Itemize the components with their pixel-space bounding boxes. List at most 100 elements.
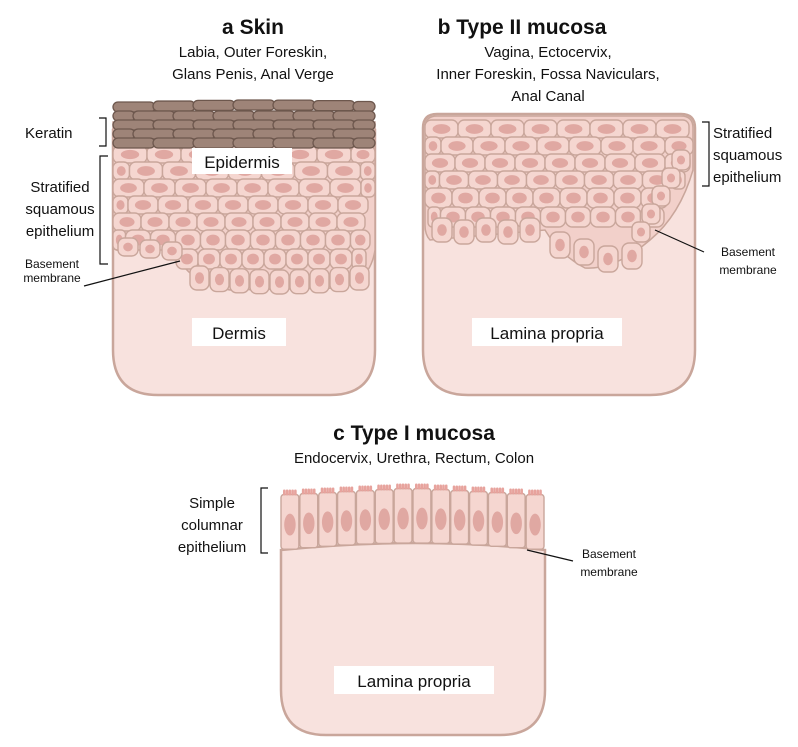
cell-nucleus: [337, 183, 354, 193]
microvillus: [453, 486, 456, 492]
cell-nucleus: [492, 511, 503, 533]
cell-nucleus: [499, 124, 517, 134]
panel-a-subtitle-line-1: Labia, Outer Foreskin,: [179, 44, 327, 61]
cell-nucleus: [181, 254, 193, 265]
microvillus: [310, 489, 313, 495]
cell-nucleus: [135, 200, 151, 210]
microvillus: [370, 486, 373, 492]
cell-nucleus: [512, 141, 529, 151]
cell-nucleus: [181, 235, 195, 246]
keratin-scale: [233, 138, 275, 148]
microvillus: [490, 488, 493, 494]
microvillus: [483, 487, 486, 493]
microvillus: [502, 488, 505, 494]
microvillus: [421, 484, 424, 490]
keratin-scale: [193, 100, 235, 110]
panel-b-epithelium-label-2: squamous: [713, 147, 782, 164]
cell-nucleus: [435, 508, 446, 530]
cell-nucleus: [677, 156, 685, 165]
cell-nucleus: [552, 158, 568, 168]
cell-nucleus: [667, 174, 675, 183]
cell-nucleus: [627, 250, 637, 262]
cell-nucleus: [533, 175, 549, 185]
microvillus: [539, 490, 542, 496]
cell-nucleus: [231, 235, 245, 246]
microvillus: [461, 486, 464, 492]
panel-a-title: a Skin: [222, 16, 284, 39]
cell-nucleus: [255, 200, 271, 210]
panel-a-basement-label-1: Basement: [25, 257, 80, 271]
panel-a-epithelium-label-2: squamous: [25, 201, 94, 218]
microvillus: [439, 485, 442, 491]
cell-nucleus: [512, 193, 527, 204]
cell-nucleus: [532, 124, 550, 134]
cell-nucleus: [631, 124, 649, 134]
cell-nucleus: [525, 224, 535, 236]
cell-nucleus: [379, 508, 390, 530]
cell-nucleus: [621, 212, 635, 223]
cell-nucleus: [620, 175, 636, 185]
microvillus: [493, 488, 496, 494]
cell-nucleus: [295, 276, 304, 288]
microvillus: [528, 490, 531, 496]
cell-nucleus: [608, 141, 625, 151]
cell-nucleus: [458, 193, 473, 204]
panel-a-epithelium-bracket: [100, 156, 108, 264]
cell-nucleus: [247, 254, 259, 265]
cell-nucleus: [598, 124, 616, 134]
cell-nucleus: [306, 183, 323, 193]
cell-nucleus: [235, 275, 244, 287]
microvillus: [388, 485, 391, 491]
cell-nucleus: [503, 226, 513, 238]
cell-nucleus: [428, 175, 436, 185]
panel-c-epithelium-label-2: columnar: [181, 517, 243, 534]
cell-nucleus: [322, 511, 333, 533]
microvillus: [323, 488, 326, 494]
panel-a-keratin-bracket: [99, 118, 106, 146]
microvillus: [455, 486, 458, 492]
microvillus: [480, 487, 483, 493]
cell-nucleus: [562, 175, 578, 185]
cell-nucleus: [155, 150, 173, 159]
cell-nucleus: [431, 193, 446, 204]
microvillus: [289, 490, 292, 496]
microvillus: [291, 490, 294, 496]
panel-a-basement-label-2: membrane: [23, 271, 81, 285]
microvillus: [364, 486, 367, 492]
cell-nucleus: [335, 274, 344, 286]
cell-nucleus: [255, 276, 264, 288]
keratin-scale: [353, 138, 375, 148]
microvillus: [404, 484, 407, 490]
microvillus: [332, 488, 335, 494]
cell-nucleus: [119, 217, 134, 227]
microvillus: [286, 490, 289, 496]
microvillus: [458, 486, 461, 492]
microvillus: [380, 485, 383, 491]
cell-nucleus: [647, 210, 655, 219]
microvillus: [512, 489, 515, 495]
panel-b-epithelium-bracket: [702, 122, 709, 186]
cell-nucleus: [640, 141, 657, 151]
panel-a-epithelium-label-1: Stratified: [30, 179, 89, 196]
cell-nucleus: [151, 183, 168, 193]
microvillus: [509, 489, 512, 495]
cell-nucleus: [121, 150, 139, 159]
cell-nucleus: [195, 272, 204, 284]
cell-nucleus: [343, 217, 358, 227]
keratin-scale: [193, 138, 235, 148]
microvillus: [340, 487, 343, 493]
panel-c-lamina-label: Lamina propria: [357, 672, 471, 691]
cell-nucleus: [116, 200, 124, 210]
panel-c-lamina-block: [281, 543, 545, 735]
cell-nucleus: [596, 212, 610, 223]
cell-nucleus: [591, 175, 607, 185]
microvillus: [321, 488, 324, 494]
panel-a-dermis-label: Dermis: [212, 324, 266, 343]
cell-nucleus: [165, 200, 181, 210]
cell-nucleus: [355, 272, 364, 284]
cell-nucleus: [275, 276, 284, 288]
cell-nucleus: [203, 217, 218, 227]
panel-b-lamina-label: Lamina propria: [490, 324, 604, 343]
keratin-scale: [273, 138, 315, 148]
cell-nucleus: [454, 509, 465, 530]
